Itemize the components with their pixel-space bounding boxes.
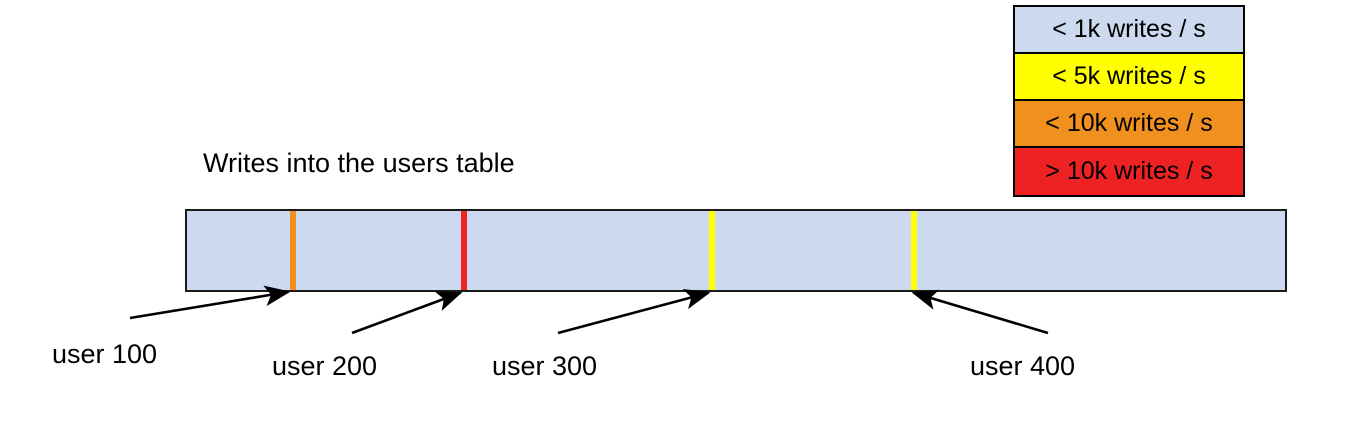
shard-boundary-user-200 bbox=[461, 211, 467, 290]
legend-item-lt-1k: < 1k writes / s bbox=[1015, 7, 1243, 54]
legend-item-lt-10k: < 10k writes / s bbox=[1015, 101, 1243, 148]
legend-label: < 10k writes / s bbox=[1045, 109, 1213, 137]
shard-boundary-user-400 bbox=[911, 211, 917, 290]
users-table-bar bbox=[185, 209, 1287, 292]
arrow-user-100 bbox=[129, 285, 291, 320]
legend: < 1k writes / s < 5k writes / s < 10k wr… bbox=[1013, 5, 1245, 197]
legend-item-gt-10k: > 10k writes / s bbox=[1015, 148, 1243, 195]
arrow-user-200 bbox=[351, 291, 463, 335]
label-user-100: user 100 bbox=[52, 339, 158, 369]
shard-boundary-user-300 bbox=[709, 211, 715, 290]
label-user-400: user 400 bbox=[970, 351, 1076, 381]
label-user-200: user 200 bbox=[272, 351, 378, 381]
legend-label: < 1k writes / s bbox=[1052, 15, 1206, 43]
label-user-300: user 300 bbox=[492, 351, 598, 381]
legend-item-lt-5k: < 5k writes / s bbox=[1015, 54, 1243, 101]
legend-label: > 10k writes / s bbox=[1045, 157, 1213, 185]
legend-label: < 5k writes / s bbox=[1052, 62, 1206, 90]
arrow-user-400 bbox=[911, 289, 1049, 335]
diagram-caption: Writes into the users table bbox=[203, 148, 515, 178]
arrow-user-300 bbox=[557, 288, 711, 335]
shard-boundary-user-100 bbox=[290, 211, 296, 290]
